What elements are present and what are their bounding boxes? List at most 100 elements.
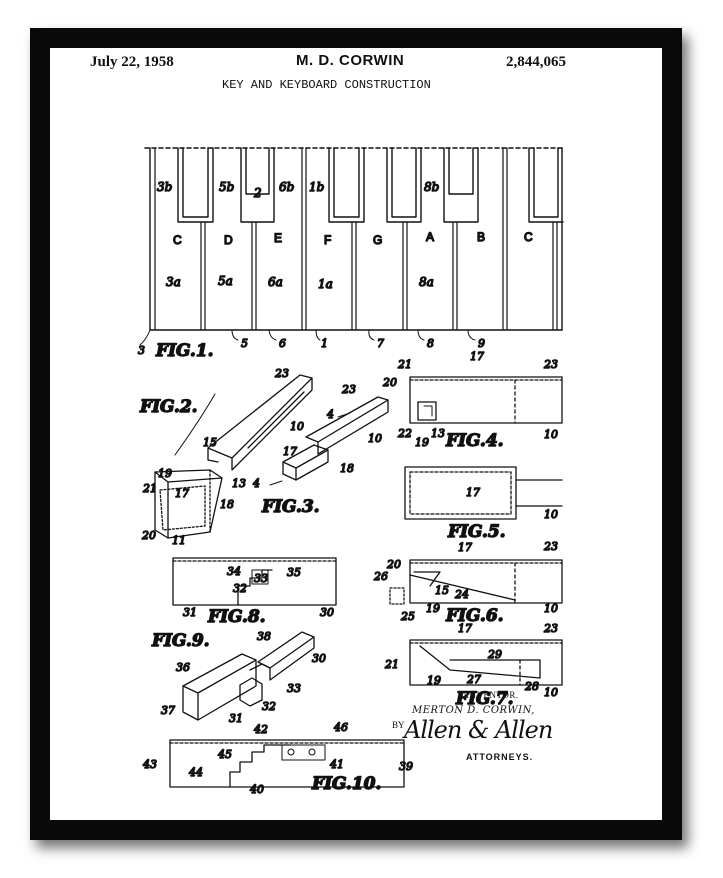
black-key-label: 6b bbox=[279, 180, 294, 194]
ref-numeral: 15 bbox=[435, 584, 449, 597]
black-key-label: 8b bbox=[424, 180, 439, 194]
ref-numeral: 23 bbox=[543, 540, 558, 553]
ref-numeral: 36 bbox=[176, 661, 190, 674]
ref-numeral: 13 bbox=[232, 477, 246, 490]
ref-numeral: 6 bbox=[279, 337, 286, 350]
ref-numeral: 4 bbox=[252, 477, 260, 490]
ref-numeral: 31 bbox=[183, 606, 197, 619]
fig9-perspective bbox=[182, 631, 315, 721]
fig10-label: FIG.10. bbox=[311, 774, 381, 794]
fig10-section bbox=[169, 739, 405, 788]
ref-numeral: 21 bbox=[142, 482, 157, 495]
ref-numeral: 28 bbox=[524, 680, 539, 693]
lower-key-label: 3a bbox=[166, 275, 181, 289]
ref-numeral: 10 bbox=[290, 420, 304, 433]
fig1-keyboard bbox=[139, 147, 564, 346]
fig6-label: FIG.6. bbox=[445, 606, 504, 626]
ref-numeral: 20 bbox=[141, 529, 156, 542]
patent-date: July 22, 1958 bbox=[90, 54, 174, 70]
ref-numeral: 20 bbox=[382, 376, 397, 389]
white-key-label: G bbox=[373, 233, 382, 247]
ref-numeral: 19 bbox=[415, 436, 429, 449]
ref-numeral: 39 bbox=[399, 760, 413, 773]
attorney-signature: Allen & Allen bbox=[404, 716, 553, 744]
fig8-section bbox=[172, 557, 337, 606]
ref-numeral: 21 bbox=[397, 358, 412, 371]
fig4-label: FIG.4. bbox=[445, 431, 504, 451]
fig2-label: FIG.2. bbox=[139, 397, 198, 417]
inventor-caption: INVENTOR. bbox=[466, 690, 519, 700]
ref-numeral: 11 bbox=[172, 534, 186, 547]
ref-numeral: 4 bbox=[326, 408, 334, 421]
ref-numeral: 10 bbox=[544, 428, 558, 441]
ref-numeral: 45 bbox=[217, 748, 232, 761]
ref-numeral: 18 bbox=[220, 498, 234, 511]
ref-numeral: 17 bbox=[470, 350, 484, 363]
ref-numeral: 24 bbox=[454, 588, 469, 601]
ref-numeral: 19 bbox=[427, 674, 441, 687]
patent-number: 2,844,065 bbox=[506, 54, 566, 70]
ref-numeral: 10 bbox=[544, 602, 558, 615]
ref-numeral: 26 bbox=[373, 570, 388, 583]
ref-numeral: 32 bbox=[262, 700, 276, 713]
ref-numeral: 10 bbox=[368, 432, 382, 445]
ref-numeral: 5 bbox=[241, 337, 248, 350]
ref-numeral: 44 bbox=[188, 766, 203, 779]
attorneys-caption: ATTORNEYS. bbox=[466, 752, 534, 762]
fig1-label: FIG.1. bbox=[155, 341, 214, 361]
patent-title: KEY AND KEYBOARD CONSTRUCTION bbox=[222, 78, 431, 92]
ref-numeral: 46 bbox=[333, 721, 348, 734]
white-key-label: D bbox=[224, 233, 233, 247]
ref-numeral: 40 bbox=[249, 783, 264, 796]
ref-numeral: 33 bbox=[254, 572, 268, 585]
ref-numeral: 7 bbox=[377, 337, 384, 350]
ref-numeral: 23 bbox=[341, 383, 356, 396]
ref-numeral: 3 bbox=[138, 344, 145, 357]
ref-numeral: 21 bbox=[384, 658, 399, 671]
ref-numeral: 17 bbox=[458, 622, 472, 635]
ref-numeral: 34 bbox=[227, 565, 241, 578]
ref-numeral: 35 bbox=[287, 566, 301, 579]
fig6-section bbox=[389, 559, 563, 605]
ref-numeral: 17 bbox=[175, 487, 189, 500]
black-key-label: 1b bbox=[309, 180, 324, 194]
black-key-label: 2 bbox=[253, 186, 262, 200]
fig2-key-perspective bbox=[154, 374, 313, 539]
ref-numeral: 27 bbox=[466, 673, 481, 686]
ref-numeral: 25 bbox=[400, 610, 415, 623]
fig7-section bbox=[409, 639, 563, 686]
white-key-label: B bbox=[477, 230, 485, 244]
ref-numeral: 23 bbox=[274, 367, 289, 380]
ref-numeral: 30 bbox=[312, 652, 326, 665]
white-key-label: A bbox=[426, 230, 434, 244]
white-key-label: C bbox=[524, 230, 533, 244]
ref-numeral: 33 bbox=[287, 682, 301, 695]
ref-numeral: 17 bbox=[283, 445, 297, 458]
ref-numeral: 22 bbox=[397, 427, 412, 440]
ref-numeral: 42 bbox=[253, 723, 268, 736]
ref-numeral: 17 bbox=[458, 541, 472, 554]
ref-numeral: 13 bbox=[431, 427, 445, 440]
lower-key-label: 8a bbox=[419, 275, 434, 289]
white-key-label: F bbox=[324, 233, 331, 247]
fig5-top-view bbox=[404, 466, 563, 520]
by-label: BY bbox=[392, 720, 405, 730]
ref-numeral: 30 bbox=[320, 606, 334, 619]
fig7-label: FIG.7. bbox=[455, 689, 514, 709]
ref-numeral: 38 bbox=[257, 630, 271, 643]
white-key-label: C bbox=[173, 233, 182, 247]
ref-numeral: 10 bbox=[544, 508, 558, 521]
fig5-label: FIG.5. bbox=[447, 522, 506, 542]
ref-numeral: 10 bbox=[544, 686, 558, 699]
lower-key-label: 5a bbox=[218, 274, 233, 288]
ref-numeral: 17 bbox=[466, 486, 480, 499]
ref-numeral: 23 bbox=[543, 358, 558, 371]
ref-numeral: 19 bbox=[426, 602, 440, 615]
lower-key-label: 1a bbox=[318, 277, 333, 291]
ref-numeral: 23 bbox=[543, 622, 558, 635]
inventor-header: M. D. CORWIN bbox=[296, 52, 405, 69]
ref-numeral: 43 bbox=[142, 758, 157, 771]
fig3-key-perspective bbox=[269, 396, 389, 486]
white-key-label: E bbox=[274, 231, 282, 245]
